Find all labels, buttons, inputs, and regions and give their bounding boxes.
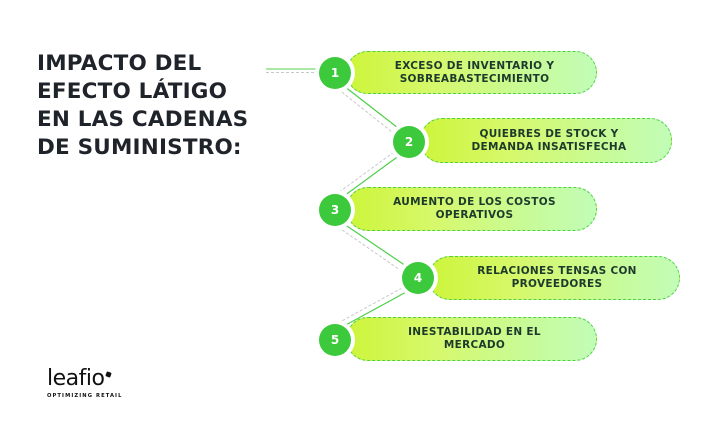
step-4-text-line1: RELACIONES TENSAS CON <box>477 265 637 277</box>
step-3-number-badge: 3 <box>319 194 351 226</box>
step-4-text-line2: PROVEEDORES <box>511 278 603 290</box>
title-line: IMPACTO DEL <box>37 51 202 76</box>
step-5-card: INESTABILIDAD EN EL MERCADO <box>346 317 597 361</box>
step-1-text-line1: EXCESO DE INVENTARIO Y <box>394 59 555 72</box>
step-4-card: RELACIONES TENSAS CON PROVEEDORES <box>428 256 680 300</box>
step-2-text-line1: QUIEBRES DE STOCK Y <box>479 127 619 140</box>
step-1-number-badge: 1 <box>319 57 351 89</box>
leafio-logo: leafio OPTIMIZING RETAIL <box>47 366 123 400</box>
step-1-text-line2: SOBREABASTECIMIENTO <box>399 72 550 85</box>
title-line: EN LAS CADENAS <box>37 107 249 132</box>
step-2-number-badge: 2 <box>393 126 425 158</box>
step-2-card: QUIEBRES DE STOCK Y DEMANDA INSATISFECHA <box>420 118 672 163</box>
title-line: DE SUMINISTRO: <box>37 135 242 160</box>
logo-wordmark: leafio <box>47 366 105 391</box>
step-5-number-badge: 5 <box>319 324 351 356</box>
step-3-text-line2: OPERATIVOS <box>435 209 514 221</box>
page-title: IMPACTO DEL EFECTO LÁTIGO EN LAS CADENAS… <box>37 50 248 162</box>
title-line: EFECTO LÁTIGO <box>37 79 228 104</box>
logo-tagline: OPTIMIZING RETAIL <box>47 393 123 399</box>
step-5-text-line2: MERCADO <box>443 339 506 351</box>
step-5-text-line1: INESTABILIDAD EN EL <box>408 326 541 338</box>
step-4-number-badge: 4 <box>402 262 434 294</box>
step-1-card: EXCESO DE INVENTARIO Y SOBREABASTECIMIEN… <box>346 51 597 94</box>
logo-dot-icon <box>105 371 113 378</box>
step-2-text-line2: DEMANDA INSATISFECHA <box>471 140 627 153</box>
step-3-text-line1: AUMENTO DE LOS COSTOS <box>393 196 556 208</box>
step-3-card: AUMENTO DE LOS COSTOS OPERATIVOS <box>346 187 597 231</box>
